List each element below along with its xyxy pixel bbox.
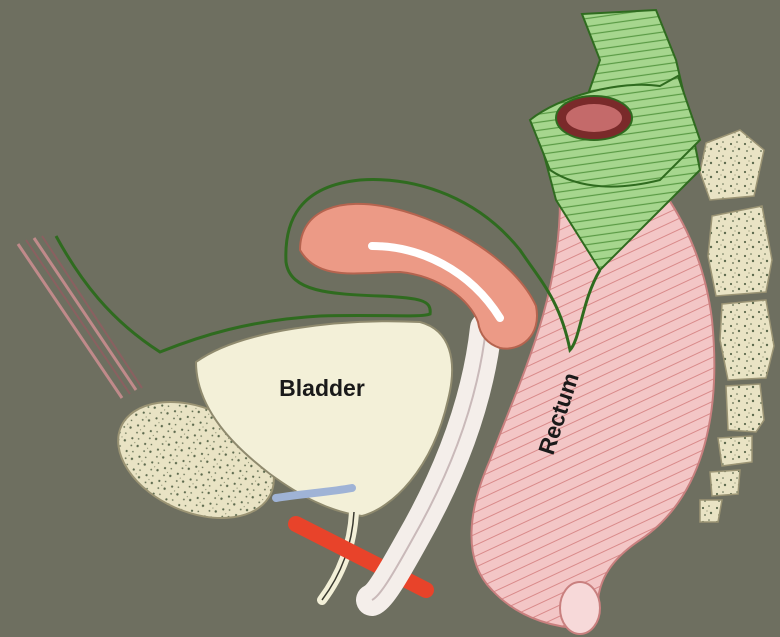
- rectum-opening: [560, 582, 600, 634]
- bladder-label: Bladder: [279, 375, 365, 401]
